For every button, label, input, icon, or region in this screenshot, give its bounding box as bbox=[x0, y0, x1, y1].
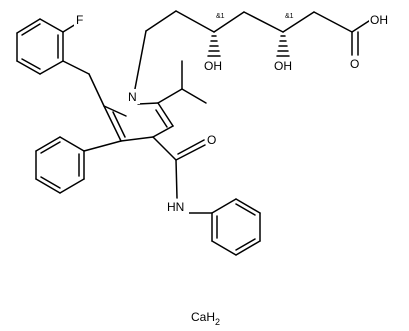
counterion-label: CaH2 bbox=[191, 310, 220, 327]
atom-hydroxyl-c3: OH bbox=[274, 59, 292, 73]
hashed-wedge-c3-oh bbox=[276, 35, 290, 57]
bond-c-f bbox=[62, 23, 77, 33]
isopropyl-group bbox=[157, 60, 207, 104]
phenyl-ring-lower bbox=[35, 136, 122, 194]
stereo-label-c3: &1 bbox=[285, 13, 294, 20]
atom-hydroxyl-c5: OH bbox=[204, 59, 222, 73]
atom-nitrogen: N bbox=[128, 90, 137, 104]
anilide-phenyl-ring bbox=[187, 198, 261, 256]
atom-amide-nh: HN bbox=[167, 200, 184, 214]
counterion-subscript: 2 bbox=[215, 317, 220, 327]
atom-carbonyl-oxygen-acid: O bbox=[350, 57, 359, 71]
atom-carbonyl-oxygen-amide: O bbox=[207, 133, 216, 147]
heptanoic-acid-chain bbox=[133, 10, 373, 95]
amide-group bbox=[152, 136, 206, 199]
atom-hydroxyl-acid: OH bbox=[370, 13, 388, 27]
atom-fluorine: F bbox=[76, 13, 83, 27]
svg-text:CaH2: CaH2 bbox=[191, 310, 220, 327]
counterion-symbol: CaH bbox=[191, 310, 215, 324]
bond-phenyl-pyrrole bbox=[62, 60, 90, 75]
hashed-wedge-c5-oh bbox=[207, 35, 221, 57]
stereo-label-c5: &1 bbox=[216, 13, 225, 20]
fluorophenyl-ring bbox=[16, 18, 64, 75]
pyrrole-ring bbox=[88, 73, 174, 142]
